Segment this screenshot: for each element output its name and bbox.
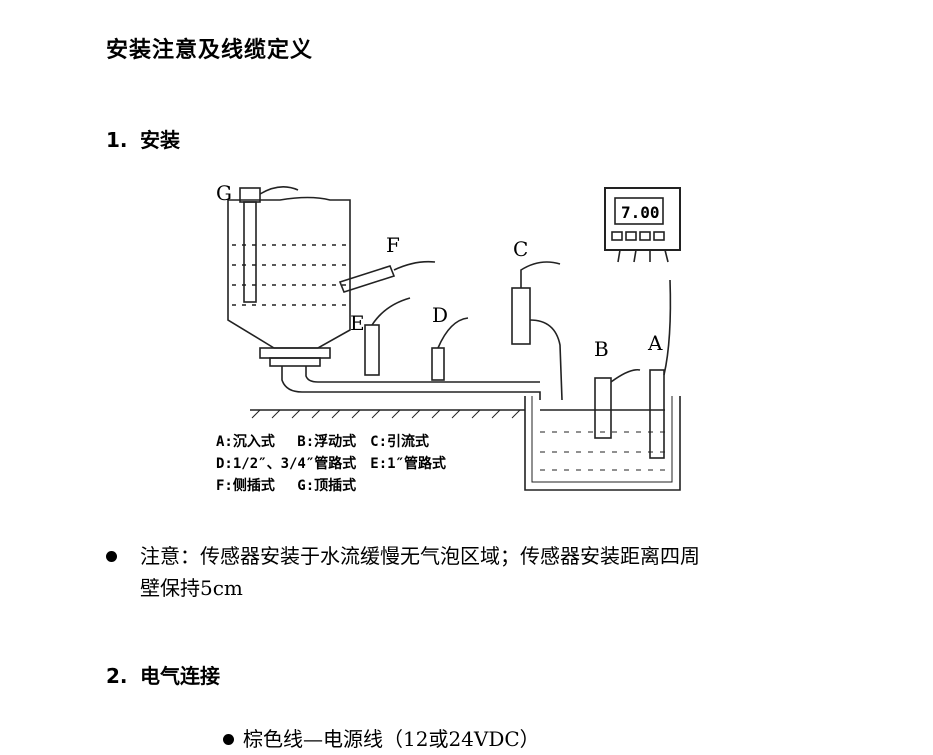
meter-display: 7.00 — [621, 203, 660, 222]
sensor-a — [649, 369, 665, 459]
sensor-d — [431, 347, 445, 381]
sensor-f — [338, 265, 396, 293]
note-line-1: 注意：传感器安装于水流缓慢无气泡区域；传感器安装距离四周 — [140, 544, 700, 568]
vessel — [227, 196, 351, 349]
installation-diagram: 7.00 G F E D C B A A:沉入式 B:浮动式 C:引流式 D:1… — [216, 181, 681, 494]
basin — [524, 396, 681, 491]
label-d: D — [432, 303, 448, 327]
section-heading-electrical: 2. 电气连接 — [106, 660, 220, 689]
legend-line-3: F:侧插式 G:顶插式 — [216, 477, 356, 494]
legend-line-2: D:1/2″、3/4″管路式 E:1″管路式 — [216, 455, 446, 472]
legend-line-1: A:沉入式 B:浮动式 C:引流式 — [216, 433, 429, 450]
section-heading-install: 1. 安装 — [106, 124, 180, 153]
section-label: 电气连接 — [140, 664, 220, 688]
note-text: 注意：传感器安装于水流缓慢无气泡区域；传感器安装距离四周 壁保持5cm — [140, 540, 800, 604]
wire-text: 棕色线—电源线（12或24VDC） — [243, 727, 540, 751]
label-e: E — [350, 311, 365, 335]
note-line-2: 壁保持5cm — [140, 576, 243, 600]
bullet-icon — [106, 551, 117, 562]
label-b: B — [594, 337, 609, 361]
label-a: A — [647, 331, 663, 355]
section-number: 1. — [106, 128, 128, 152]
label-f: F — [386, 233, 400, 257]
label-c: C — [513, 237, 528, 261]
pipe — [281, 366, 541, 400]
bullet-icon — [223, 734, 234, 745]
sensor-e — [364, 324, 380, 376]
sensor-c — [511, 287, 531, 345]
page-title: 安装注意及线缆定义 — [106, 38, 314, 63]
section-label: 安装 — [140, 128, 180, 152]
section-number: 2. — [106, 664, 128, 688]
sensor-b — [594, 377, 612, 439]
meter — [604, 187, 681, 251]
label-g: G — [216, 181, 232, 205]
